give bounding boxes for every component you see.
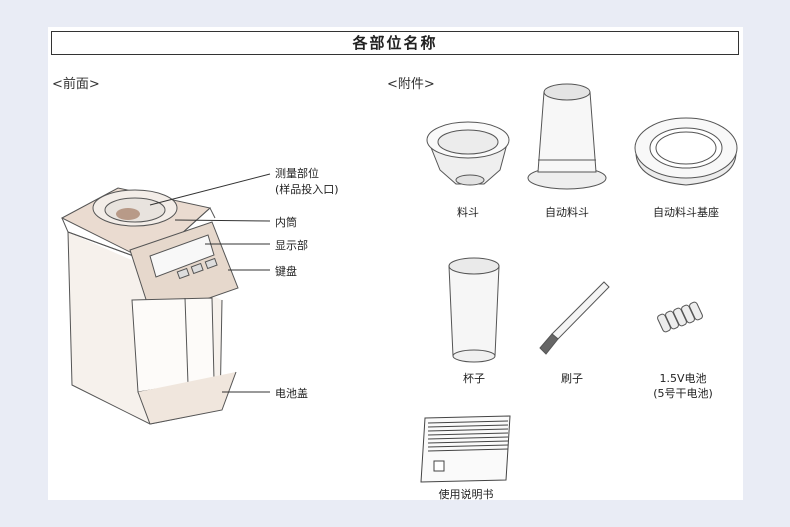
front-section-label: <前面> [52, 77, 100, 92]
caption-cup: 杯子 [463, 372, 485, 385]
label-sample-inlet: (样品投入口) [275, 183, 339, 196]
batteries-illustration [657, 301, 703, 333]
accessories-section-label: <附件> [387, 77, 435, 92]
caption-hopper: 料斗 [457, 206, 479, 219]
page-title: 各部位名称 [51, 31, 739, 55]
auto-hopper-base-illustration [634, 117, 738, 186]
label-display: 显示部 [275, 239, 308, 252]
label-inner-tube: 内筒 [275, 216, 297, 229]
caption-brush: 刷子 [561, 372, 583, 385]
cup-illustration [448, 257, 500, 363]
brush-illustration [539, 281, 610, 355]
caption-auto-hopper-base: 自动料斗基座 [653, 206, 719, 219]
hopper-illustration [426, 121, 510, 186]
moisture-meter-illustration [60, 173, 271, 425]
label-keypad: 键盘 [275, 265, 297, 278]
auto-hopper-illustration [527, 83, 607, 190]
caption-battery: 1.5V电池 [659, 372, 707, 385]
label-battery-cover: 电池盖 [275, 387, 308, 400]
label-measure-part: 测量部位 [275, 167, 319, 180]
caption-manual: 使用说明书 [438, 488, 494, 501]
caption-auto-hopper: 自动料斗 [545, 206, 589, 219]
caption-battery-sub: (5号干电池) [653, 387, 713, 400]
manual-illustration [420, 415, 511, 483]
